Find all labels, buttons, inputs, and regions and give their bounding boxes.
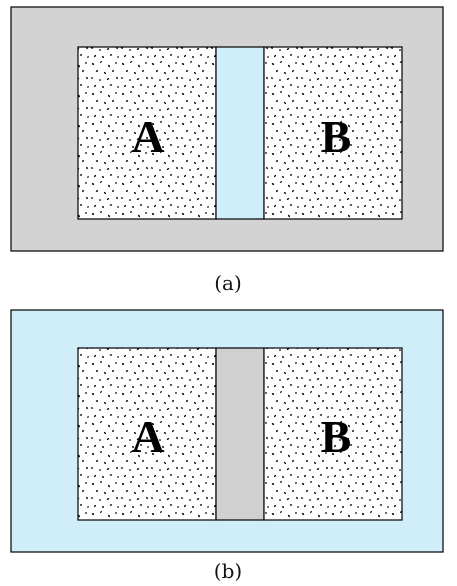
panel-a-body-a <box>77 46 217 220</box>
panel-b-label-b: B <box>321 411 352 462</box>
panel-b: A B (b) <box>10 309 444 583</box>
panel-b-body-b <box>263 347 403 521</box>
panel-b-body-a <box>77 347 217 521</box>
panel-a-label-a: A <box>131 111 164 162</box>
panel-a-caption: (a) <box>214 271 242 295</box>
panel-b-caption: (b) <box>214 559 242 583</box>
panel-b-wall <box>215 347 265 521</box>
panel-a: A B (a) <box>10 6 444 295</box>
panel-b-label-a: A <box>131 411 164 462</box>
panel-a-label-b: B <box>321 111 352 162</box>
panel-a-wall <box>215 46 265 220</box>
panel-a-body-b <box>263 46 403 220</box>
